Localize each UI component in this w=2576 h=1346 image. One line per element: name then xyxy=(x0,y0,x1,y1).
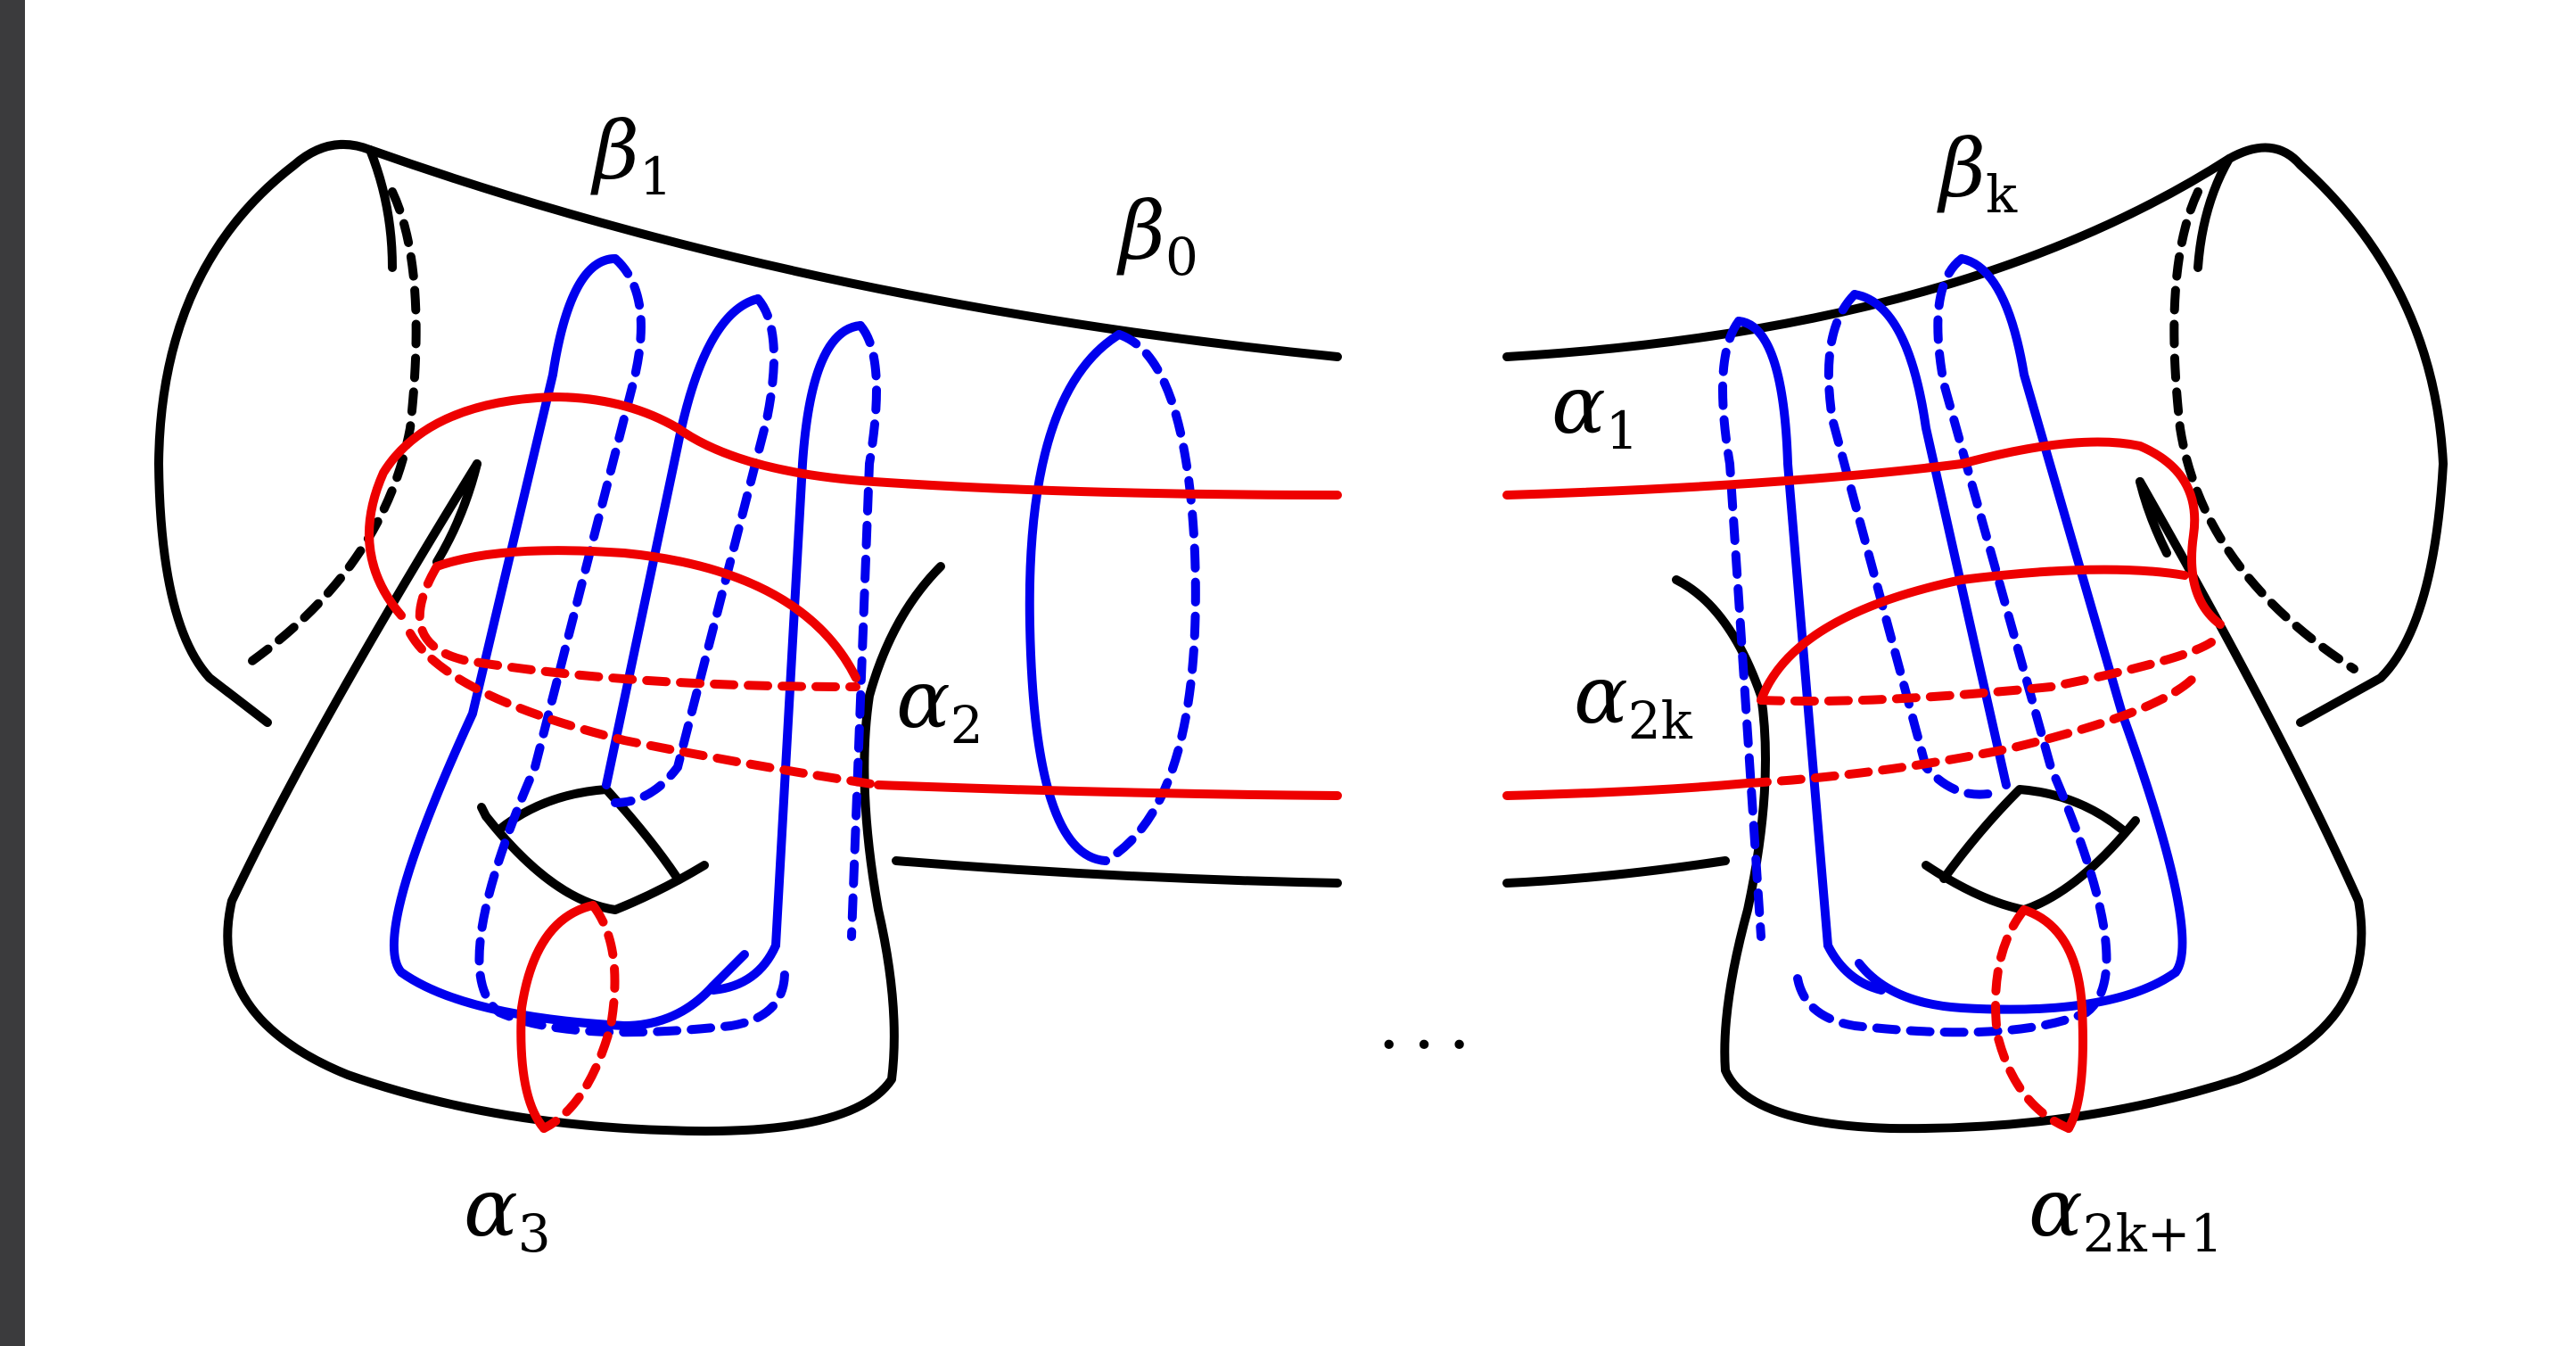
left-hole-tick xyxy=(481,807,486,816)
ellipsis: ... xyxy=(1378,982,1483,1065)
